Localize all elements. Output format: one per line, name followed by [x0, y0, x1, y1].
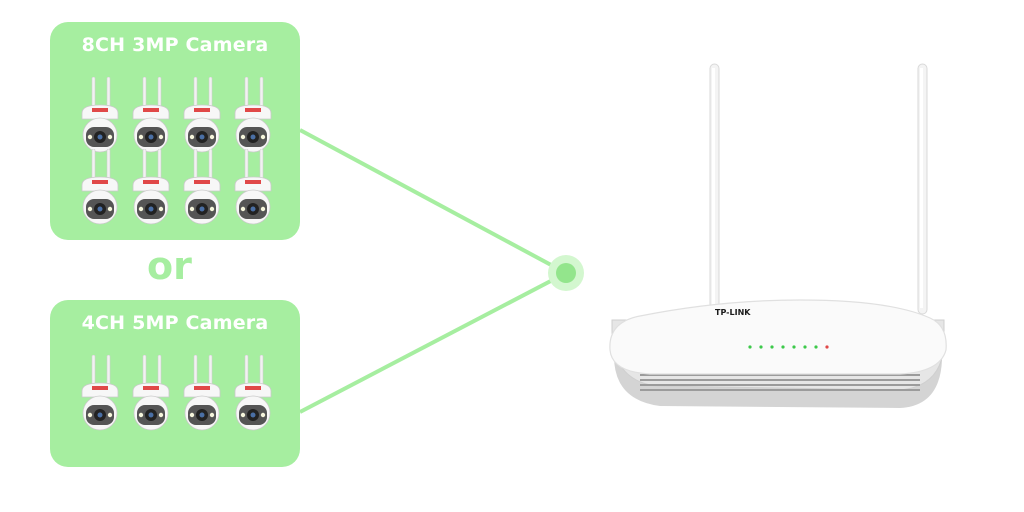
- ptz-camera-icon: [178, 354, 226, 435]
- ptz-camera-icon: [178, 148, 226, 229]
- status-led: [759, 345, 763, 349]
- or-label: or: [147, 244, 192, 288]
- status-led: [781, 345, 785, 349]
- status-led: [825, 345, 829, 349]
- status-led: [770, 345, 774, 349]
- ptz-camera-icon: [229, 76, 277, 157]
- ptz-camera-icon: [127, 148, 175, 229]
- connection-line-top: [299, 128, 567, 275]
- wifi-nvr-router-icon: TP-LINK: [609, 63, 947, 408]
- status-led: [792, 345, 796, 349]
- ptz-camera-icon: [229, 148, 277, 229]
- panel-title-4ch: 4CH 5MP Camera: [81, 312, 269, 334]
- router-brand-logo: TP-LINK: [715, 308, 751, 317]
- antenna-left-icon: [709, 63, 720, 315]
- status-led: [748, 345, 752, 349]
- option-panel-4ch: 4CH 5MP Camera: [50, 300, 300, 467]
- connection-line-bottom: [299, 271, 567, 414]
- option-panel-8ch: 8CH 3MP Camera: [50, 22, 300, 240]
- status-led: [814, 345, 818, 349]
- ptz-camera-icon: [178, 76, 226, 157]
- ptz-camera-icon: [127, 354, 175, 435]
- ptz-camera-icon: [127, 76, 175, 157]
- status-led: [803, 345, 807, 349]
- ptz-camera-icon: [76, 76, 124, 157]
- antenna-right-icon: [917, 63, 928, 315]
- router-status-leds: [748, 345, 829, 349]
- ptz-camera-icon: [76, 354, 124, 435]
- vent-slots: [640, 374, 920, 391]
- ptz-camera-icon: [76, 148, 124, 229]
- connection-node: [556, 263, 576, 283]
- panel-title-8ch: 8CH 3MP Camera: [81, 34, 269, 56]
- ptz-camera-icon: [229, 354, 277, 435]
